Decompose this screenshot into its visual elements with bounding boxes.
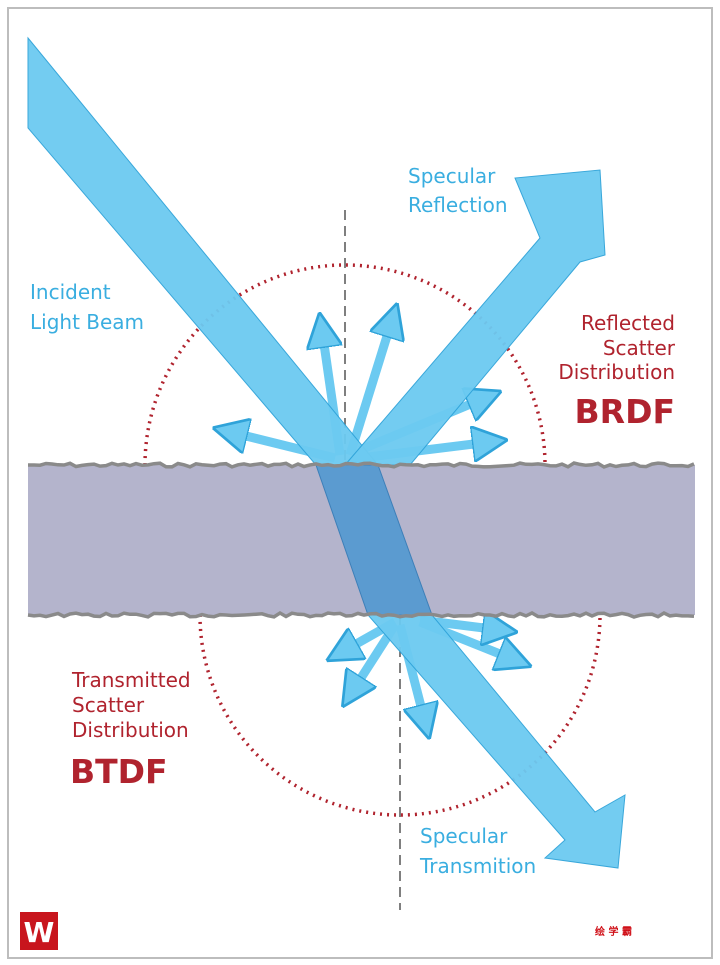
slab-top-surface <box>28 461 695 469</box>
specular-transmission-label-line1: Specular <box>420 824 508 848</box>
incident-beam <box>27 36 380 466</box>
brdf-label: BRDF <box>575 392 676 431</box>
logo-letter: W <box>24 916 55 949</box>
reflected-scatter-label-line3: Distribution <box>558 360 675 384</box>
specular-reflection-arrow <box>343 169 606 466</box>
specular-transmission-arrow <box>366 614 626 869</box>
transmitted-scatter-label-line3: Distribution <box>72 718 189 742</box>
slab-bottom-surface <box>27 610 695 619</box>
specular-transmission-label-line2: Transmition <box>419 854 536 878</box>
reflected-scatter-label-line2: Scatter <box>603 336 676 360</box>
incident-label-line2: Light Beam <box>30 310 144 334</box>
incident-label-line1: Incident <box>30 280 111 304</box>
specular-reflection-label-line2: Reflection <box>408 193 508 217</box>
logo: W <box>20 912 58 950</box>
btdf-label: BTDF <box>70 752 168 791</box>
logo-badge <box>20 912 58 950</box>
reflected-scatter-label-line1: Reflected <box>581 311 675 335</box>
watermark: 绘 学 霸 <box>595 925 632 938</box>
transmitted-scatter-label-line2: Scatter <box>72 693 145 717</box>
scatter-arrow <box>345 320 392 457</box>
specular-reflection-label-line1: Specular <box>408 164 496 188</box>
transmitted-scatter-label-line1: Transmitted <box>71 668 191 692</box>
frame <box>7 7 713 959</box>
